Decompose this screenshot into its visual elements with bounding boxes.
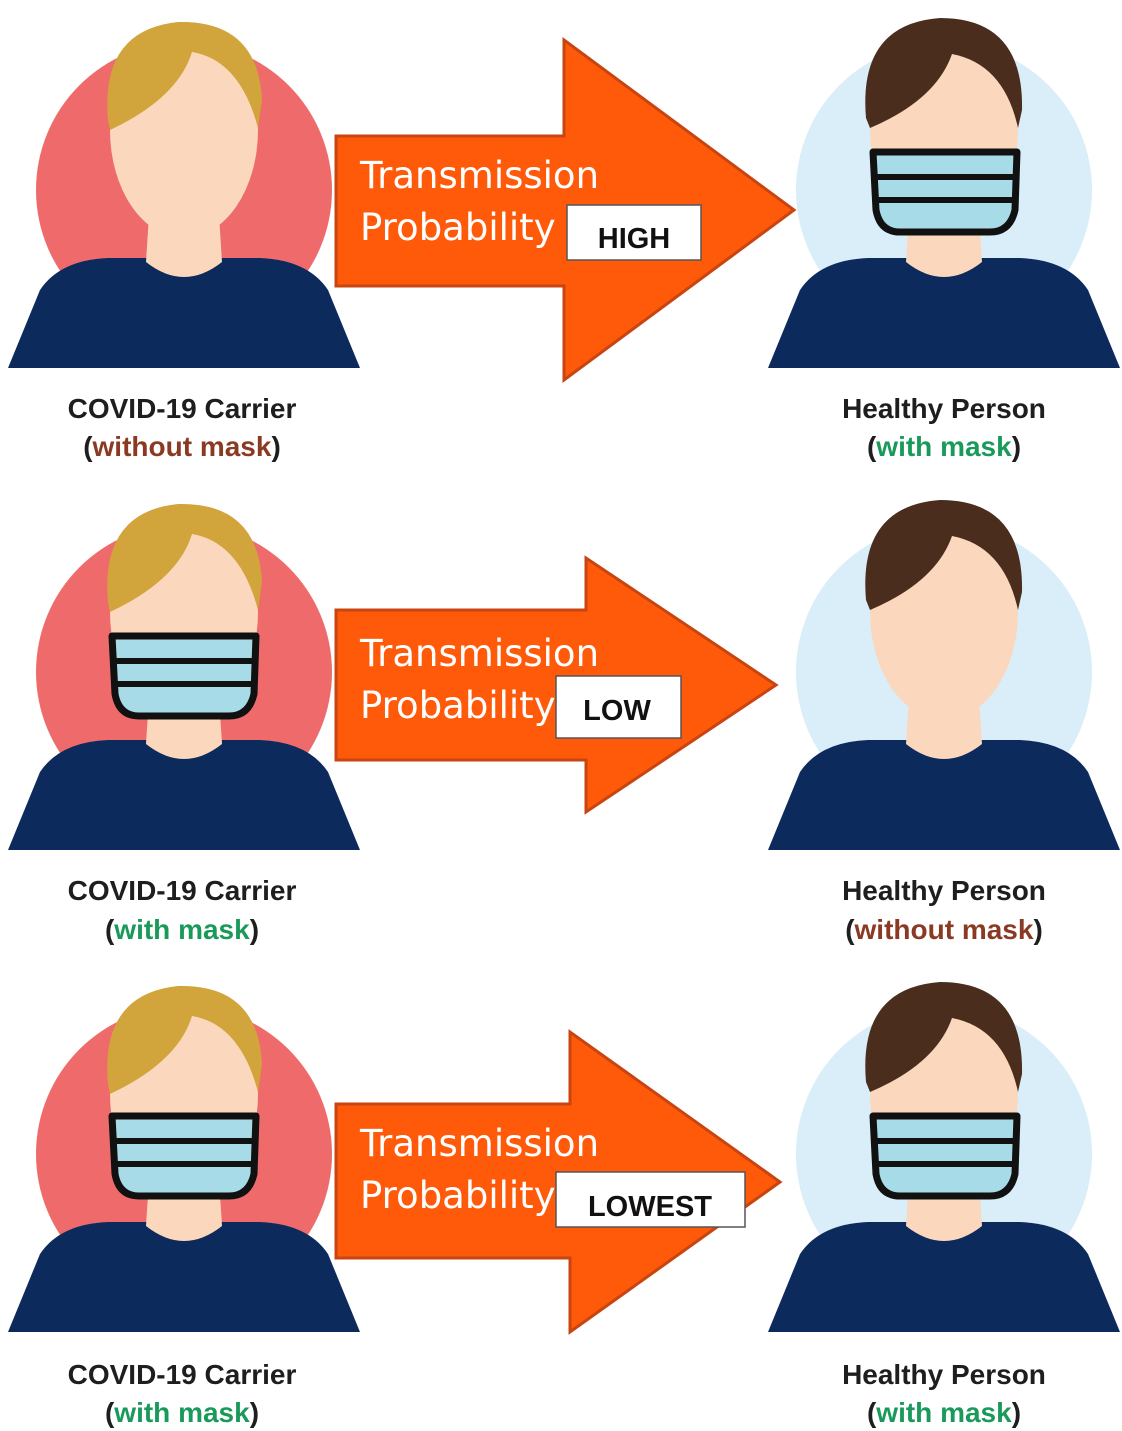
healthy-hair — [865, 500, 1023, 610]
transmission-arrow-1: Transmission Probability HIGH — [334, 37, 797, 383]
healthy-status: (without mask) — [845, 914, 1043, 945]
healthy-figure-2 — [768, 500, 1120, 850]
probability-badge — [555, 1171, 746, 1228]
arrow-label-line1: Transmission — [359, 154, 599, 197]
probability-level: HIGH — [598, 223, 671, 255]
carrier-figure-1 — [8, 21, 360, 368]
transmission-arrow-3: Transmission Probability LOWEST — [334, 1029, 783, 1335]
healthy-title: Healthy Person — [842, 393, 1046, 424]
mask-icon — [108, 1112, 260, 1200]
row-2: Transmission Probability LOW COVID-19 Ca… — [8, 500, 1120, 945]
healthy-figure-1 — [768, 18, 1120, 368]
arrow-label-line2: Probability — [360, 684, 556, 727]
mask-icon — [869, 148, 1021, 236]
probability-badge — [566, 204, 702, 261]
probability-level: LOW — [583, 695, 651, 727]
healthy-shirt — [768, 1222, 1120, 1332]
row-3: Transmission Probability LOWEST COVID-19… — [8, 982, 1120, 1428]
carrier-hair — [107, 21, 262, 131]
healthy-mask-1 — [869, 148, 1021, 236]
carrier-title: COVID-19 Carrier — [68, 875, 297, 906]
carrier-status: (without mask) — [83, 431, 281, 462]
carrier-title: COVID-19 Carrier — [68, 1359, 297, 1390]
carrier-mask-2 — [108, 632, 260, 720]
healthy-hair — [865, 982, 1023, 1092]
carrier-shirt — [8, 1222, 360, 1332]
carrier-title: COVID-19 Carrier — [68, 393, 297, 424]
arrow-label-line1: Transmission — [359, 632, 599, 675]
mask-icon — [108, 632, 260, 720]
healthy-shirt — [768, 258, 1120, 368]
healthy-shirt — [768, 740, 1120, 850]
transmission-arrow-2: Transmission Probability LOW — [334, 555, 779, 815]
carrier-mask-3 — [108, 1112, 260, 1200]
arrow-shape — [334, 37, 797, 383]
carrier-status: (with mask) — [105, 914, 259, 945]
row-1: Transmission Probability HIGH COVID-19 C… — [8, 18, 1120, 462]
arrow-label-line1: Transmission — [359, 1122, 599, 1165]
carrier-shirt — [8, 740, 360, 850]
carrier-status: (with mask) — [105, 1397, 259, 1428]
carrier-hair — [107, 985, 262, 1094]
mask-icon — [869, 1112, 1021, 1200]
healthy-hair — [865, 18, 1023, 128]
arrow-label-line2: Probability — [360, 1174, 556, 1217]
probability-level: LOWEST — [588, 1191, 712, 1223]
healthy-status: (with mask) — [867, 431, 1021, 462]
carrier-figure-2 — [8, 503, 360, 850]
carrier-shirt — [8, 258, 360, 368]
healthy-title: Healthy Person — [842, 1359, 1046, 1390]
healthy-status: (with mask) — [867, 1397, 1021, 1428]
probability-badge — [555, 675, 682, 739]
healthy-title: Healthy Person — [842, 875, 1046, 906]
carrier-hair — [107, 503, 262, 612]
carrier-figure-3 — [8, 985, 360, 1332]
arrow-label-line2: Probability — [360, 206, 556, 249]
healthy-mask-3 — [869, 1112, 1021, 1200]
healthy-figure-3 — [768, 982, 1120, 1332]
